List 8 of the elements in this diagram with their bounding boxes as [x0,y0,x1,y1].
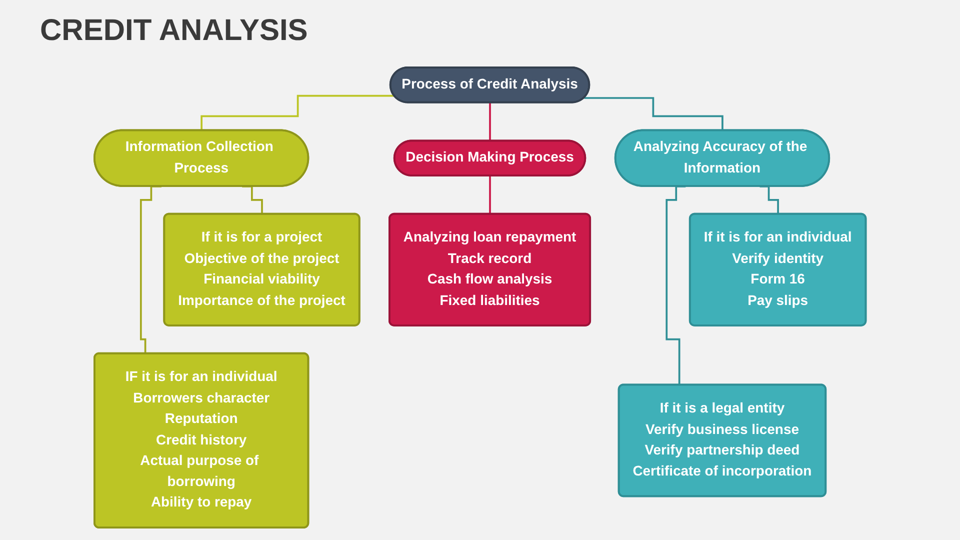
connector [584,97,724,132]
title: CREDIT ANALYSIS [40,14,308,48]
connector [140,185,162,355]
connector [242,185,264,216]
connector [488,102,492,142]
connector [200,94,394,132]
connector [488,175,492,216]
connector [760,185,780,216]
